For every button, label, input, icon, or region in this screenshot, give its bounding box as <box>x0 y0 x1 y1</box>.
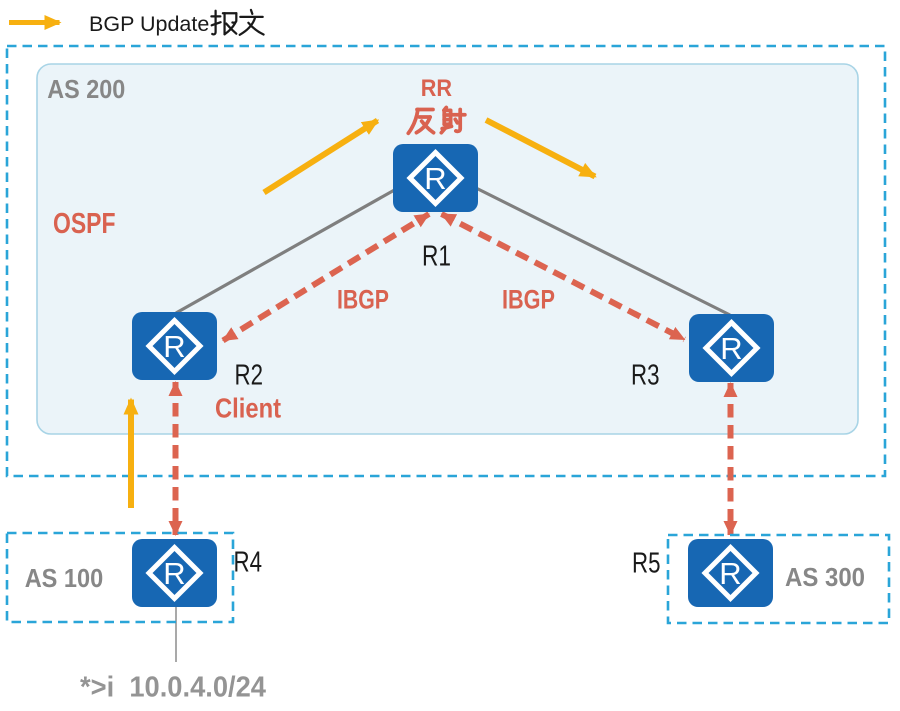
svg-text:R5: R5 <box>632 548 661 580</box>
svg-text:AS 100: AS 100 <box>25 563 104 593</box>
svg-text:AS 300: AS 300 <box>785 562 865 592</box>
svg-text:R4: R4 <box>234 547 263 579</box>
svg-text:*>i 10.0.4.0/24: *>i 10.0.4.0/24 <box>80 672 266 704</box>
svg-text:BGP Update: BGP Update <box>89 12 209 36</box>
svg-text:OSPF: OSPF <box>53 208 116 240</box>
svg-text:Client: Client <box>215 393 281 424</box>
svg-text:R3: R3 <box>631 360 660 392</box>
svg-text:AS 200: AS 200 <box>47 74 125 104</box>
svg-text:IBGP: IBGP <box>502 285 555 315</box>
svg-text:R1: R1 <box>422 241 451 273</box>
svg-text:IBGP: IBGP <box>337 285 389 315</box>
svg-text:RR: RR <box>421 75 452 102</box>
svg-text:R2: R2 <box>235 360 264 392</box>
